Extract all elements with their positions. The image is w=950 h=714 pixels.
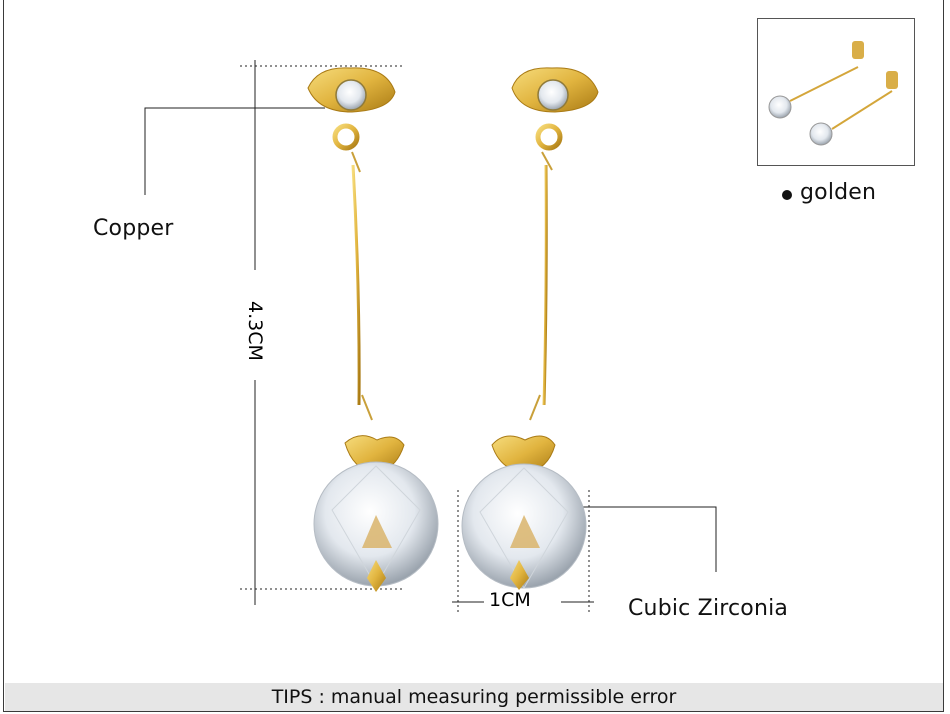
material-stone-label: Cubic Zirconia xyxy=(628,596,789,621)
width-dimension xyxy=(452,490,594,612)
length-dimension-label: 4.3CM xyxy=(243,301,266,361)
earring-left xyxy=(307,67,439,592)
earring-right xyxy=(461,67,599,590)
color-option-bullet xyxy=(782,190,792,200)
height-dimension xyxy=(240,60,402,605)
material-metal-label: Copper xyxy=(93,216,174,241)
earring-thumbnail-image xyxy=(768,41,898,146)
copper-callout xyxy=(144,107,325,195)
tips-bar: TIPS : manual measuring permissible erro… xyxy=(5,683,943,711)
color-option-thumbnail[interactable] xyxy=(757,18,915,166)
width-dimension-label: 1CM xyxy=(489,589,531,611)
zirconia-callout xyxy=(550,506,717,572)
page-frame xyxy=(3,0,944,712)
tips-text: TIPS : manual measuring permissible erro… xyxy=(271,686,677,708)
color-option-label: golden xyxy=(800,180,877,205)
